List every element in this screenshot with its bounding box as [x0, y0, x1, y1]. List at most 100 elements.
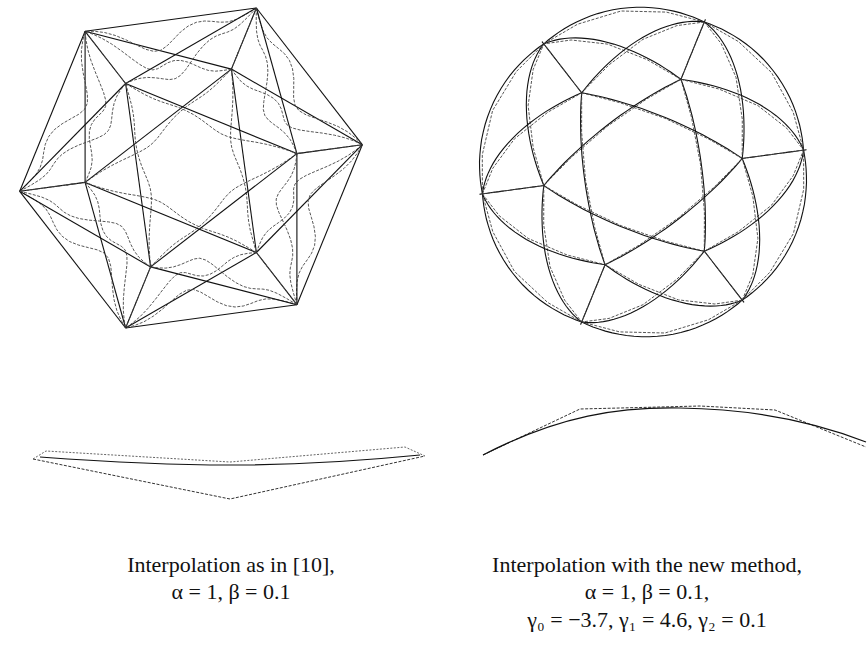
control-edge: [582, 251, 705, 322]
control-polygon: [33, 456, 425, 499]
control-edge: [544, 186, 582, 323]
control-edge: [582, 22, 705, 93]
arc-edge: [582, 93, 743, 159]
interpolated-edge: [126, 290, 297, 329]
arc-edge: [581, 265, 606, 325]
interpolated-edge: [20, 191, 126, 328]
arc-edge: [704, 22, 744, 159]
edge-line: [85, 31, 231, 69]
caption-line: γ₀ = −3.7, γ₁ = 4.6, γ₂ = 0.1: [527, 609, 766, 631]
interpolated-edge: [85, 31, 127, 85]
interpolated-edge: [85, 182, 127, 328]
control-edge: [681, 79, 705, 251]
edge-line: [85, 31, 86, 182]
control-edge: [605, 265, 742, 304]
caption-line: α = 1, β = 0.1,: [585, 581, 710, 603]
arc-edge: [742, 150, 806, 159]
control-edge: [704, 150, 803, 251]
interpolated-edge: [20, 191, 151, 267]
arc-edge: [480, 186, 544, 195]
edge-line: [151, 267, 297, 305]
interpolated-edge: [256, 145, 362, 253]
edge-line: [20, 31, 85, 191]
arc-edge: [582, 21, 705, 92]
control-polygon: [483, 406, 866, 455]
edge-line: [20, 182, 85, 191]
control-edge: [704, 22, 742, 159]
control-edge: [482, 194, 605, 265]
interpolated-edge: [256, 252, 297, 305]
control-edge: [482, 93, 581, 194]
arc-edge: [605, 265, 742, 306]
arc-edge: [544, 79, 681, 185]
interpolated-curve: [40, 455, 420, 465]
control-edge: [544, 186, 705, 252]
interpolated-edge: [297, 145, 363, 305]
arc-edge: [482, 93, 581, 194]
control-edge: [544, 79, 681, 185]
arc-edge: [544, 186, 705, 252]
interpolated-edge: [295, 145, 363, 154]
interpolated-edge: [85, 182, 256, 252]
interpolated-edge: [231, 69, 257, 252]
control-edge: [544, 11, 705, 44]
control-edge: [582, 93, 606, 265]
interpolated-edge: [151, 258, 297, 305]
interpolated-edge: [20, 84, 126, 192]
control-edge: [742, 150, 804, 158]
arc-edge: [542, 42, 582, 93]
arc-edge: [704, 251, 744, 302]
edge-line: [85, 182, 126, 328]
interpolated-edge: [126, 265, 152, 328]
control-edge: [582, 265, 606, 322]
edge-line: [256, 253, 297, 305]
interpolated-edge: [85, 69, 231, 182]
edge-line: [126, 8, 257, 84]
edge-line: [256, 145, 362, 253]
interpolated-edge: [231, 69, 362, 145]
control-edge: [742, 159, 758, 301]
arc-edge: [681, 19, 706, 79]
edge-line: [126, 84, 297, 154]
arc-edge: [482, 194, 605, 265]
arc-edge: [542, 186, 582, 323]
curve-right: [483, 406, 866, 455]
arc-edge: [582, 251, 705, 322]
arc-edge: [581, 93, 606, 265]
interpolated-edge: [256, 8, 297, 154]
sphere-wireframe: [480, 7, 807, 337]
interpolated-edge: [85, 8, 256, 51]
edge-line: [20, 191, 151, 267]
edge-line: [20, 191, 126, 328]
interpolated-edge: [126, 8, 257, 84]
edge-line: [231, 69, 362, 145]
control-edge: [681, 22, 705, 79]
edge-line: [85, 8, 256, 31]
control-edge: [605, 159, 742, 265]
arc-edge: [544, 38, 681, 79]
control-edge: [544, 44, 582, 93]
edge-line: [296, 154, 297, 305]
edge-line: [126, 84, 151, 267]
interpolated-edge: [126, 84, 297, 154]
control-edge: [482, 186, 544, 194]
interpolated-edge: [276, 154, 297, 305]
edge-line: [85, 182, 256, 252]
interpolated-edge: [256, 8, 362, 145]
caption-line: Interpolation with the new method,: [492, 554, 802, 576]
arc-edge: [742, 159, 760, 301]
edge-line: [231, 69, 256, 252]
arc-edge: [704, 150, 803, 251]
edge-line: [256, 8, 362, 145]
control-edge: [704, 251, 742, 300]
curve-left: [33, 447, 425, 499]
edge-line: [20, 84, 126, 192]
edge-line: [151, 154, 297, 267]
caption-line: Interpolation as in [10],: [127, 554, 335, 576]
arc-edge: [742, 150, 806, 300]
control-edge: [582, 93, 743, 159]
icosahedron-wireframe: [20, 8, 363, 328]
edge-line: [256, 8, 297, 154]
edge-line: [231, 8, 256, 69]
control-edge: [742, 150, 804, 300]
